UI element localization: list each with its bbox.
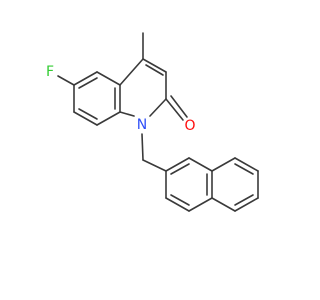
bond-c5-c6 <box>73 71 98 86</box>
bond-c5-c6-inner <box>78 77 98 89</box>
bond-c4a-c5 <box>96 71 121 86</box>
bond-c4a-c4 <box>119 58 144 86</box>
nitrogen-atom-label: N <box>137 117 147 133</box>
bond-nb-2 <box>234 157 259 172</box>
bond-carbonyl <box>165 98 184 121</box>
bond-nb-4-inner <box>234 194 254 206</box>
bond-na-4 <box>188 197 213 212</box>
bond-nb-4 <box>234 197 259 212</box>
bond-c8-c8a <box>96 111 121 126</box>
molecule-structure-diagram: F N O <box>46 32 259 212</box>
fluorine-atom-label: F <box>46 64 54 80</box>
bond-nb-1 <box>211 157 236 172</box>
bond-n1-ch2 <box>141 133 144 161</box>
bond-c4-c3-inner <box>145 64 164 76</box>
bond-na-1-inner <box>170 163 190 175</box>
bond-c4-c3 <box>142 58 167 73</box>
bond-ch2-naphthyl <box>142 159 167 172</box>
bond-na-2 <box>188 157 213 172</box>
bond-n1-c8a <box>119 111 135 117</box>
oxygen-atom-label: O <box>184 118 195 134</box>
bond-c7-c8 <box>73 111 98 126</box>
bond-na-1 <box>165 157 190 172</box>
bond-c7-c8-inner <box>78 108 98 120</box>
bond-nb-2-inner <box>234 163 254 175</box>
bond-na-5 <box>165 197 190 212</box>
bond-c6-f <box>57 75 75 86</box>
bond-c2-n1 <box>149 98 167 117</box>
bond-carbonyl-inner <box>170 95 188 118</box>
bond-na-5-inner <box>170 194 190 206</box>
bond-nb-5 <box>211 197 236 212</box>
